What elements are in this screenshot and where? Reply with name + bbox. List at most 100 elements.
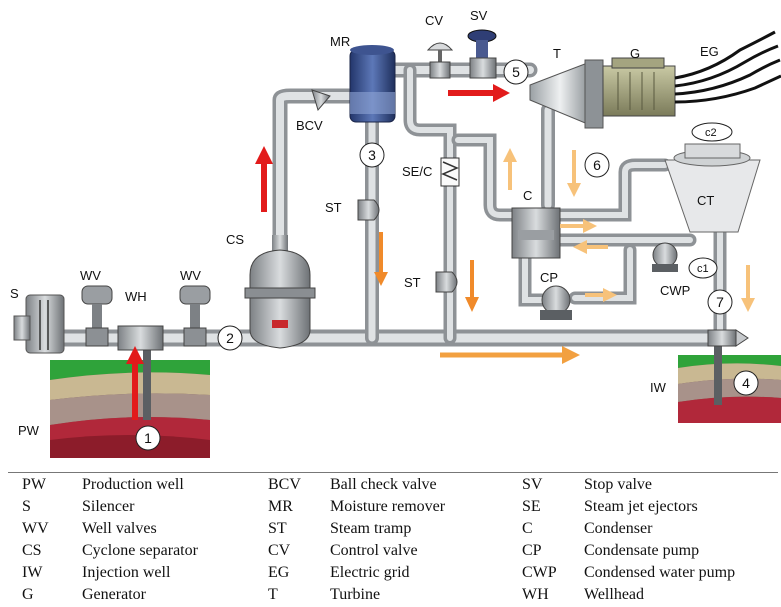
label-t: T [553, 46, 561, 61]
production-well-ground [50, 360, 210, 458]
legend-description: Generator [82, 586, 146, 603]
condensate-pump-icon [540, 285, 572, 320]
legend-row: S Silencer MR Moisture remover SE Steam jet e… [14, 496, 735, 518]
legend-description: Silencer [82, 498, 135, 515]
label-cp: CP [540, 270, 558, 285]
condenser-icon [511, 207, 561, 259]
legend-abbrev: C [522, 520, 533, 537]
label-cv: CV [425, 13, 443, 28]
label-se-c: SE/C [402, 164, 432, 179]
svg-text:4: 4 [742, 375, 750, 391]
svg-text:3: 3 [368, 147, 376, 163]
legend-abbrev: WV [22, 520, 49, 537]
legend-divider [8, 472, 778, 473]
label-c1: c1 [697, 263, 709, 275]
point-7: 7 [707, 289, 733, 315]
legend-description: Cyclone separator [82, 542, 198, 559]
legend-abbrev: ST [268, 520, 287, 537]
legend-abbrev: BCV [268, 476, 301, 493]
electric-grid-icon [674, 30, 781, 104]
label-cwp: CWP [660, 283, 690, 298]
condensed-water-pump-icon [652, 242, 678, 272]
legend-description: Moisture remover [330, 498, 446, 515]
wellhead-icon [117, 325, 164, 351]
injection-well-cap-icon [707, 329, 749, 347]
legend-description: Ball check valve [330, 476, 437, 493]
point-6: 6 [584, 152, 610, 178]
label-pw: PW [18, 423, 40, 438]
legend-description: Injection well [82, 564, 171, 581]
legend-description: Turbine [330, 586, 381, 603]
svg-text:5: 5 [512, 64, 520, 80]
legend-abbrev: CV [268, 542, 291, 559]
turbine-icon [529, 59, 604, 129]
legend-abbrev: MR [268, 498, 293, 515]
label-iw: IW [650, 380, 667, 395]
point-5: 5 [503, 59, 529, 85]
legend-description: Production well [82, 476, 184, 493]
c1-marker [688, 257, 718, 279]
label-c: C [523, 188, 532, 203]
point-1: 1 [135, 425, 161, 451]
legend-description: Wellhead [584, 586, 645, 603]
label-st-2: ST [404, 275, 421, 290]
point-3: 3 [359, 142, 385, 168]
legend-abbrev: G [22, 586, 34, 603]
legend-description: Control valve [330, 542, 418, 559]
generator-icon [602, 57, 676, 117]
label-bcv: BCV [296, 118, 323, 133]
injection-well-ground [678, 355, 781, 423]
label-st-1: ST [325, 200, 342, 215]
legend-description: Steam jet ejectors [584, 498, 698, 515]
label-c2: c2 [705, 127, 717, 139]
cyclone-separator-icon [244, 235, 316, 349]
legend-description: Electric grid [330, 564, 410, 581]
legend-abbrev: T [268, 586, 278, 603]
ball-check-valve-icon [311, 89, 331, 112]
legend-abbrev: CS [22, 542, 42, 559]
label-s: S [10, 286, 19, 301]
svg-text:7: 7 [716, 294, 724, 310]
legend-description: Well valves [82, 520, 157, 537]
steam-jet-ejector-icon [440, 157, 460, 187]
steam-trap-icon [435, 271, 458, 293]
label-wv-2: WV [180, 268, 201, 283]
legend-abbrev: WH [522, 586, 549, 603]
moisture-remover-icon [349, 45, 396, 123]
label-cs: CS [226, 232, 244, 247]
svg-text:1: 1 [144, 430, 152, 446]
label-mr: MR [330, 34, 350, 49]
svg-text:6: 6 [593, 157, 601, 173]
legend-description: Condensate pump [584, 542, 700, 559]
legend-abbrev: SE [522, 498, 541, 515]
label-eg: EG [700, 44, 719, 59]
flow-arrows [126, 84, 755, 420]
legend-abbrev: S [22, 498, 31, 515]
svg-text:2: 2 [226, 330, 234, 346]
label-wv-1: WV [80, 268, 101, 283]
cooling-tower-icon [664, 122, 761, 233]
label-g: G [630, 46, 640, 61]
label-wh: WH [125, 289, 147, 304]
legend-description: Condenser [584, 520, 653, 537]
legend-description: Condensed water pump [584, 564, 736, 581]
label-ct: CT [697, 193, 714, 208]
legend-abbrev: IW [22, 564, 43, 581]
steam-trap-icon [357, 199, 380, 221]
control-valve-icon [426, 42, 454, 79]
geothermal-plant-diagram: 1 2 3 4 5 6 7 S WV WV WH PW CS BCV MR CV… [10, 8, 781, 458]
legend-description: Stop valve [584, 476, 652, 493]
silencer-icon [13, 294, 65, 354]
well-valve-icon [179, 285, 211, 347]
legend-row: WV Well valves ST Steam tramp C Condenser [14, 518, 735, 540]
legend-abbrev: CP [522, 542, 542, 559]
legend-description: Steam tramp [330, 520, 412, 537]
component-labels: S WV WV WH PW CS BCV MR CV SV T G EG ST … [10, 8, 719, 438]
point-2: 2 [217, 325, 243, 351]
legend-abbrev: EG [268, 564, 290, 581]
legend-abbrev: PW [22, 476, 46, 493]
